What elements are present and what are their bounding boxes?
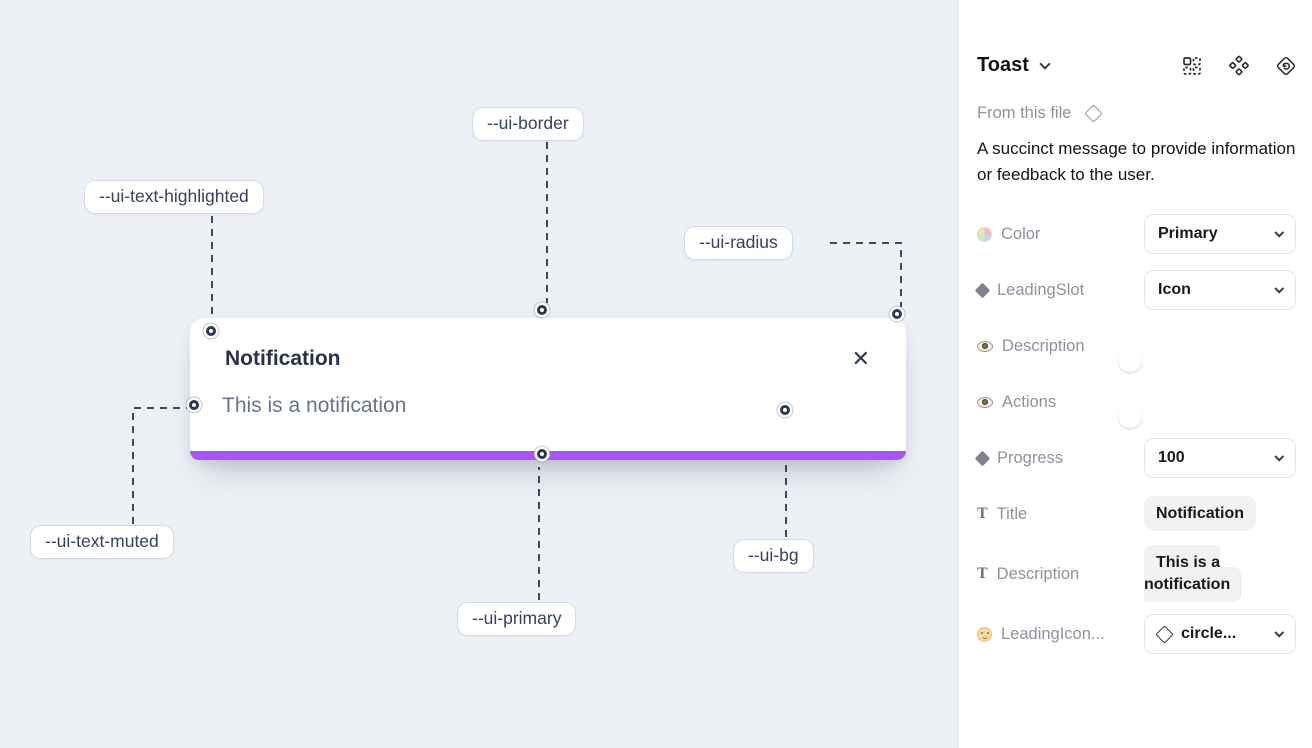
- smiley-icon: [977, 626, 992, 642]
- component-title[interactable]: Toast: [977, 54, 1029, 76]
- chevron-down-icon: [1274, 627, 1284, 637]
- property-label: Title: [996, 504, 1028, 523]
- title-text-field[interactable]: Notification: [1144, 496, 1256, 532]
- toast-component-preview: Notification This is a notification ✕: [190, 318, 906, 460]
- property-label: Description: [1002, 336, 1085, 355]
- anchor-dot-ui-border: [537, 305, 547, 315]
- toast-description: This is a notification: [222, 394, 407, 417]
- property-list: Color Primary LeadingSlot Icon Descripti…: [974, 206, 1296, 662]
- component-diamond-icon: [1084, 104, 1104, 123]
- property-label: LeadingIcon...: [1001, 624, 1105, 643]
- palette-icon: [977, 226, 992, 242]
- anchor-dot-ui-bg: [780, 405, 790, 415]
- anchor-dot-ui-text-muted: [189, 400, 199, 410]
- description-text-field[interactable]: This is a notification: [1144, 545, 1243, 602]
- property-row-description-toggle: Description: [977, 318, 1296, 374]
- annotation-label-ui-primary: --ui-primary: [457, 602, 577, 636]
- return-to-instance-icon[interactable]: [1276, 56, 1296, 76]
- diamond-icon: [974, 450, 991, 466]
- properties-panel: Toast: [958, 0, 1312, 748]
- component-description: A succinct message to provide informatio…: [977, 139, 1296, 184]
- property-row-progress: Progress 100: [974, 430, 1296, 486]
- design-canvas: --ui-border --ui-text-highlighted --ui-r…: [0, 0, 958, 748]
- property-row-leadingicon: LeadingIcon... circle...: [977, 606, 1296, 662]
- toast-close-icon[interactable]: ✕: [851, 346, 870, 371]
- property-row-title: T Title Notification: [977, 486, 1296, 542]
- text-icon: T: [977, 505, 988, 522]
- diamond-icon: [974, 282, 991, 298]
- chevron-down-icon[interactable]: [1039, 58, 1051, 70]
- color-dropdown[interactable]: Primary: [1144, 214, 1296, 254]
- annotation-label-ui-bg: --ui-bg: [733, 539, 814, 573]
- annotation-label-ui-text-muted: --ui-text-muted: [30, 525, 174, 559]
- anchor-dot-ui-primary: [537, 449, 547, 459]
- annotation-label-ui-radius: --ui-radius: [684, 226, 793, 260]
- eye-icon: [977, 396, 993, 408]
- property-label: Color: [1001, 224, 1041, 243]
- component-icon[interactable]: [1229, 55, 1249, 76]
- chevron-down-icon: [1274, 451, 1284, 461]
- progress-dropdown[interactable]: 100: [1144, 438, 1296, 478]
- leadingicon-dropdown[interactable]: circle...: [1144, 614, 1296, 654]
- property-label: Description: [996, 564, 1080, 583]
- header-icons: [1182, 55, 1296, 76]
- toast-progress-bar: [190, 451, 906, 460]
- leadingslot-dropdown[interactable]: Icon: [1144, 270, 1296, 310]
- chevron-down-icon: [1274, 227, 1284, 237]
- annotation-label-ui-text-highlighted: --ui-text-highlighted: [84, 180, 264, 214]
- instance-swap-icon[interactable]: [1182, 56, 1202, 76]
- property-label: Actions: [1002, 392, 1057, 411]
- component-diamond-icon: [1155, 624, 1174, 644]
- panel-header: Toast: [977, 54, 1296, 77]
- toast-title: Notification: [225, 347, 341, 370]
- property-row-description-text: T Description This is a notification: [977, 542, 1296, 606]
- source-label: From this file: [977, 104, 1072, 122]
- property-row-actions-toggle: Actions: [977, 374, 1296, 430]
- text-icon: T: [977, 565, 988, 582]
- eye-icon: [977, 340, 993, 352]
- anchor-dot-ui-text-highlighted: [206, 326, 216, 336]
- source-row: From this file: [977, 104, 1296, 123]
- annotation-label-ui-border: --ui-border: [472, 107, 584, 141]
- property-label: Progress: [997, 448, 1064, 467]
- property-row-color: Color Primary: [977, 206, 1296, 262]
- property-label: LeadingSlot: [997, 280, 1085, 299]
- chevron-down-icon: [1274, 283, 1284, 293]
- property-row-leadingslot: LeadingSlot Icon: [974, 262, 1296, 318]
- anchor-dot-ui-radius: [892, 309, 902, 319]
